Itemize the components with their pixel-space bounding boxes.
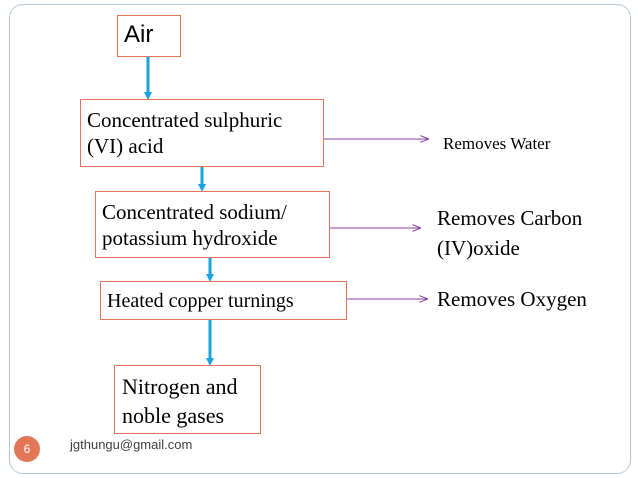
node-nitrogen-label: Nitrogen and noble gases	[122, 374, 238, 428]
note-removes-water: Removes Water	[443, 134, 551, 153]
note-removes-oxygen: Removes Oxygen	[437, 287, 587, 311]
node-hydroxide-label: Concentrated sodium/ potassium hydroxide	[102, 200, 287, 250]
page-number-badge: 6	[14, 436, 40, 462]
node-hydroxide: Concentrated sodium/ potassium hydroxide	[95, 191, 330, 258]
node-sulphuric-acid-label: Concentrated sulphuric (VI) acid	[87, 108, 283, 158]
node-copper-label: Heated copper turnings	[107, 290, 294, 312]
footer-email: jgthungu@gmail.com	[70, 437, 193, 452]
node-air: Air	[117, 15, 181, 57]
node-air-label: Air	[124, 21, 154, 48]
node-nitrogen: Nitrogen and noble gases	[114, 365, 261, 434]
node-copper: Heated copper turnings	[100, 281, 347, 320]
note-removes-carbon: Removes Carbon (IV)oxide	[437, 206, 583, 260]
node-sulphuric-acid: Concentrated sulphuric (VI) acid	[80, 99, 324, 167]
